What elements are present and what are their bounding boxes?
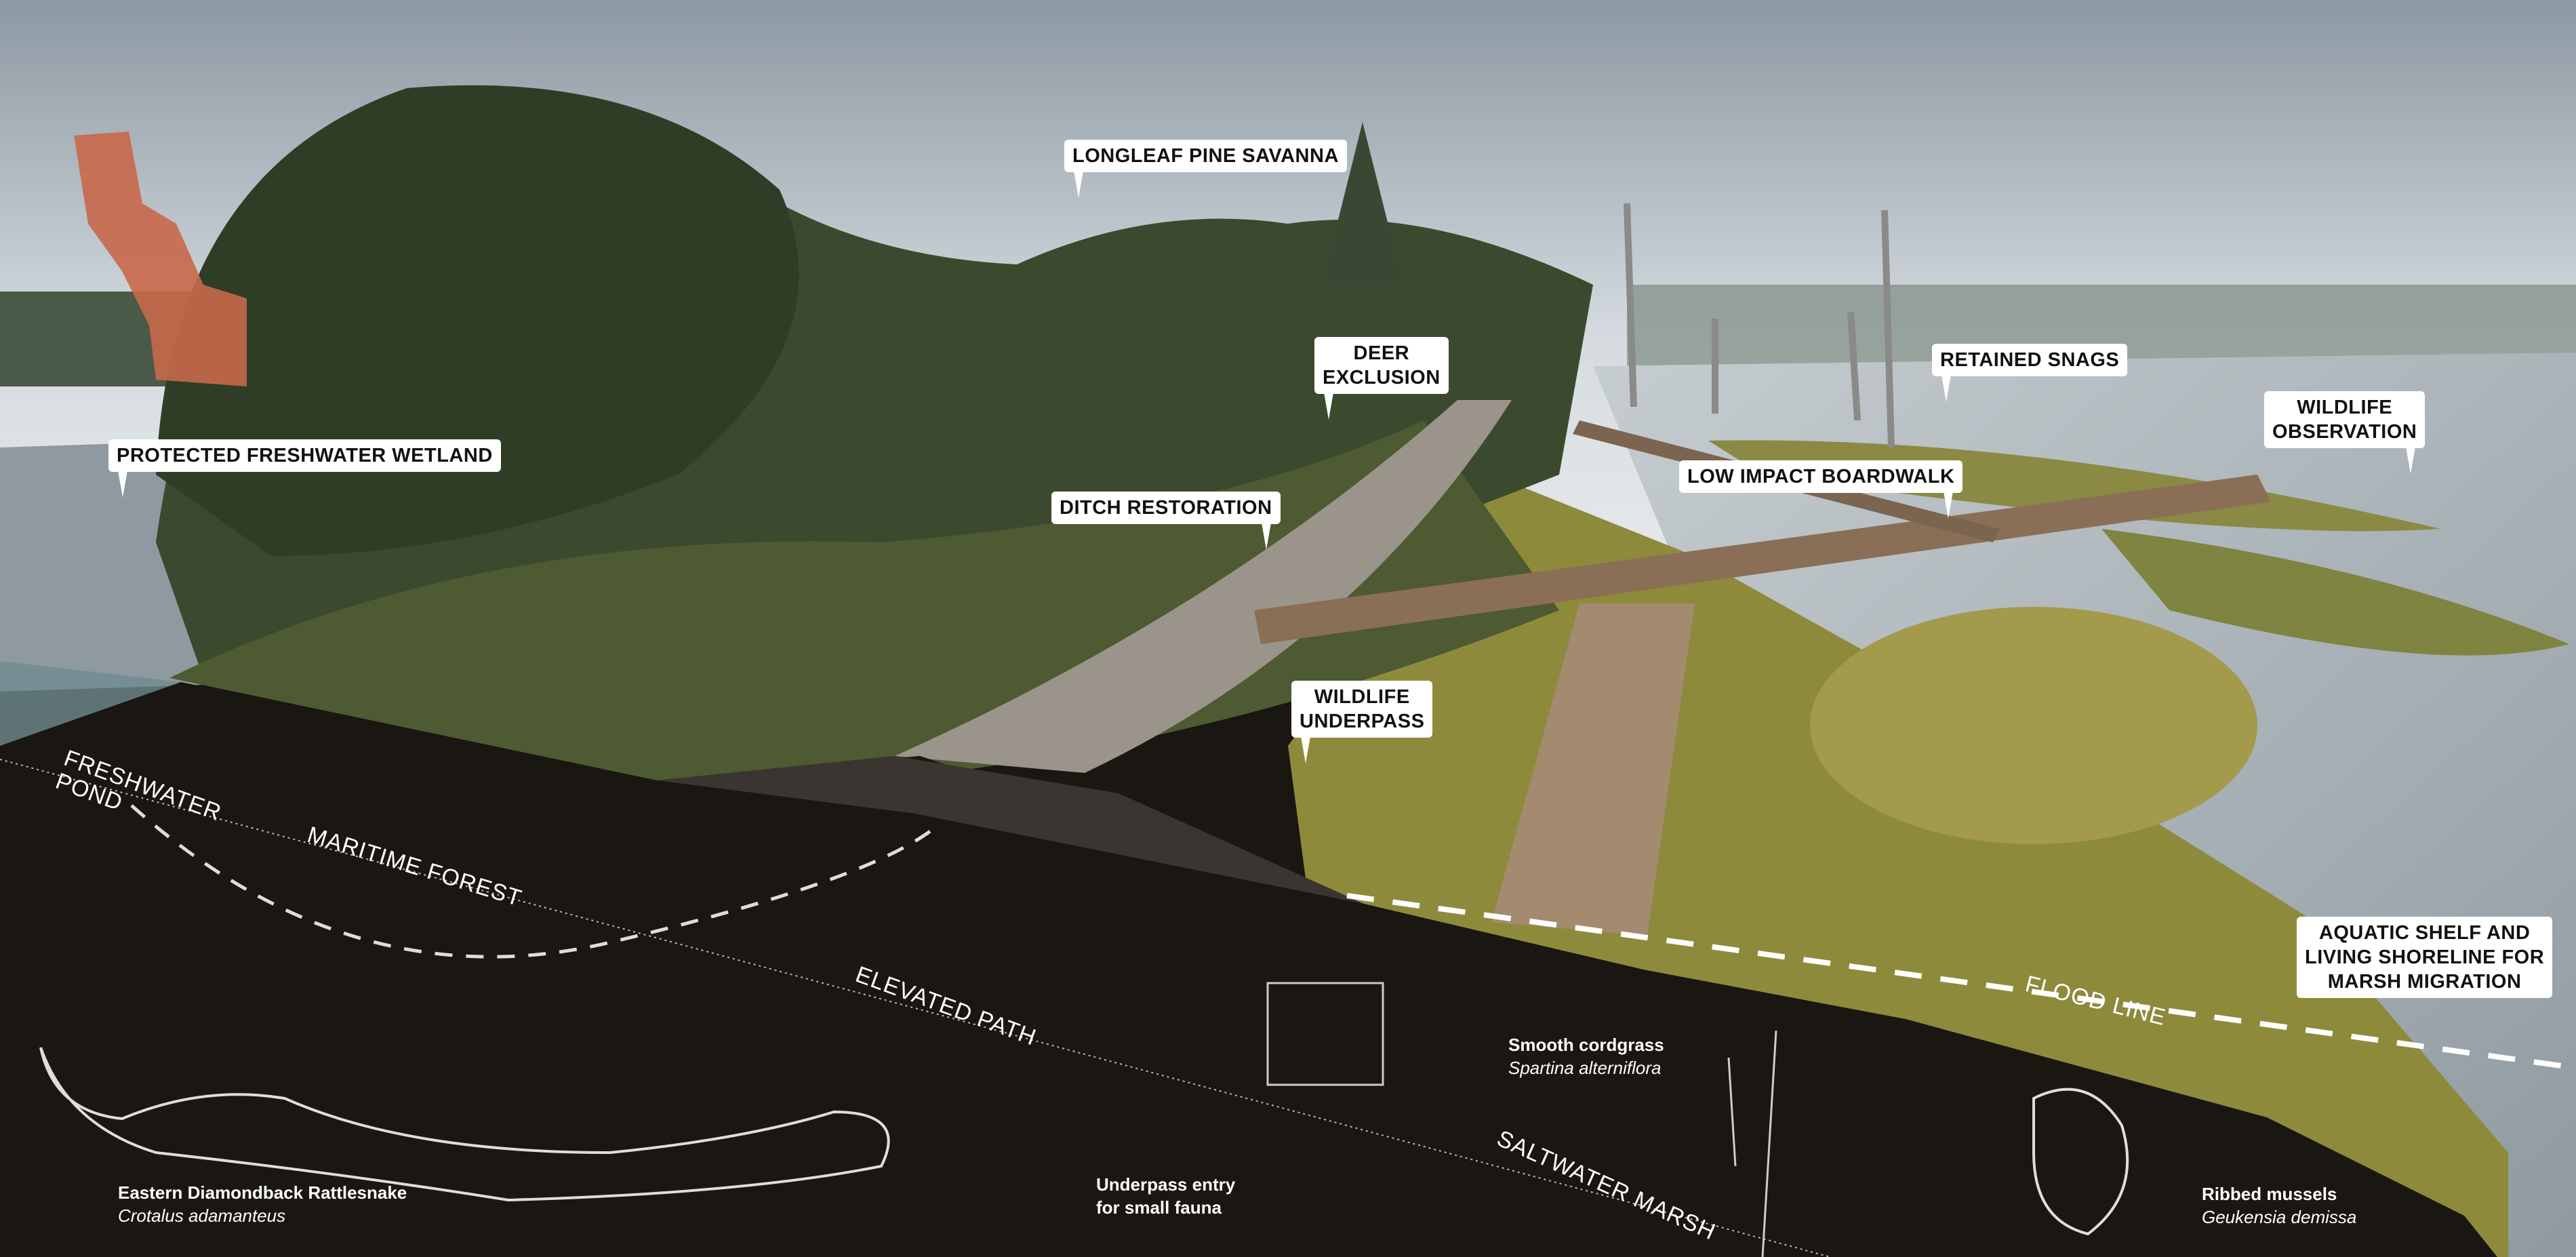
site-map <box>74 132 247 386</box>
callout-text: OBSERVATION <box>2272 421 2417 443</box>
callout-text: WILDLIFE <box>2297 397 2393 418</box>
boardwalk-ramp <box>1491 603 1695 936</box>
callout-wildlife-observation: WILDLIFE OBSERVATION <box>2264 391 2426 474</box>
callout-ditch-restoration: DITCH RESTORATION <box>1051 492 1281 550</box>
rattlesnake-sketch <box>39 1047 890 1202</box>
species-latin-name: Crotalus adamanteus <box>118 1205 286 1226</box>
ground-section <box>0 682 2497 1257</box>
callout-text: WILDLIFE <box>1314 686 1410 708</box>
label-line: Underpass entry <box>1096 1174 1236 1195</box>
marsh-island-round <box>1810 607 2257 844</box>
marsh-island-2 <box>2101 529 2569 656</box>
callout-text: DITCH RESTORATION <box>1060 497 1272 519</box>
callout-text: EXCLUSION <box>1323 367 1441 388</box>
callout-deer-exclusion: DEER EXCLUSION <box>1314 337 1449 420</box>
species-common-name: Ribbed mussels <box>2202 1184 2337 1204</box>
callout-text: PROTECTED FRESHWATER WETLAND <box>117 445 493 466</box>
label-line: for small fauna <box>1096 1197 1222 1218</box>
callout-text: RETAINED SNAGS <box>1940 349 2120 371</box>
callout-text: LIVING SHORELINE FOR <box>2305 946 2545 968</box>
callout-protected-freshwater-wetland: PROTECTED FRESHWATER WETLAND <box>108 439 501 498</box>
species-latin-name: Geukensia demissa <box>2202 1207 2357 1227</box>
callout-longleaf-pine-savanna: LONGLEAF PINE SAVANNA <box>1064 140 1347 198</box>
pine-trees <box>1322 122 1403 285</box>
callout-text: MARSH MIGRATION <box>2327 971 2522 993</box>
callout-text: LONGLEAF PINE SAVANNA <box>1072 145 1339 167</box>
species-common-name: Eastern Diamondback Rattlesnake <box>118 1182 407 1203</box>
elevated-path-berm <box>657 756 1364 904</box>
snag-trees <box>1624 203 1895 448</box>
callout-wildlife-underpass: WILDLIFE UNDERPASS <box>1291 681 1433 763</box>
callout-text: DEER <box>1353 342 1410 364</box>
boardwalk-main <box>1254 475 2271 644</box>
callout-text: UNDERPASS <box>1300 711 1425 732</box>
callout-text: AQUATIC SHELF AND <box>2318 922 2531 944</box>
underpass-culvert <box>1266 982 1384 1086</box>
section-zone-line <box>0 759 1831 1257</box>
gravel-path <box>895 400 1512 773</box>
oak-canopy <box>156 85 799 556</box>
callout-retained-snags: RETAINED SNAGS <box>1932 344 2128 402</box>
water-table-line <box>130 804 937 959</box>
callout-low-impact-boardwalk: LOW IMPACT BOARDWALK <box>1679 460 1963 519</box>
cordgrass-sketch <box>1727 1030 1777 1257</box>
callout-text: LOW IMPACT BOARDWALK <box>1687 466 1955 487</box>
mussel-sketch <box>2032 1088 2129 1236</box>
species-latin-name: Spartina alterniflora <box>1508 1058 1662 1078</box>
flood-line <box>1346 893 2576 1071</box>
species-common-name: Smooth cordgrass <box>1508 1035 1664 1055</box>
